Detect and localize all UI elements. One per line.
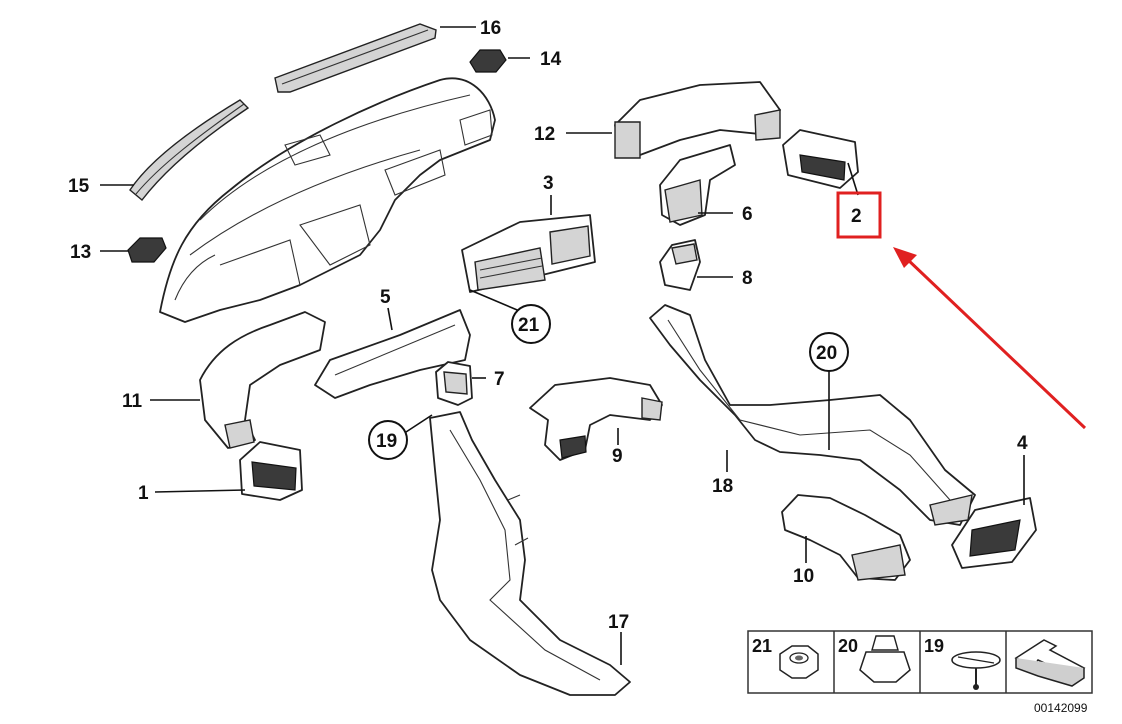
callout-9: 9 — [612, 446, 623, 467]
callout-4: 4 — [1017, 433, 1028, 454]
air-duct-11 — [199, 311, 326, 449]
callout-3: 3 — [543, 173, 554, 194]
callout-18: 18 — [712, 476, 733, 497]
circled-20: 20 — [816, 343, 837, 364]
legend-19: 19 — [924, 636, 944, 656]
red-arrow — [893, 247, 1087, 430]
center-duct-5 — [314, 309, 471, 399]
air-duct-12 — [614, 81, 781, 159]
callout-13: 13 — [70, 242, 91, 263]
side-vent-2 — [782, 129, 859, 189]
clip-nut-icon — [859, 635, 911, 683]
callout-7: 7 — [494, 369, 505, 390]
callout-2: 2 — [851, 206, 862, 227]
center-vent-3 — [461, 214, 596, 293]
callout-14: 14 — [540, 49, 562, 70]
arrow-block-icon — [1014, 639, 1086, 687]
grille-13 — [127, 237, 167, 263]
nut-icon — [779, 645, 819, 679]
circled-21: 21 — [518, 315, 540, 336]
leader-lines — [100, 26, 1025, 665]
defroster-strip-16 — [274, 23, 437, 93]
circled-19: 19 — [376, 431, 397, 452]
callout-8: 8 — [742, 268, 753, 289]
left-vent-1 — [239, 441, 303, 501]
vent-bracket-7 — [435, 361, 473, 406]
callout-11: 11 — [122, 391, 143, 412]
callout-10: 10 — [793, 566, 814, 587]
callout-17: 17 — [608, 612, 629, 633]
callout-6: 6 — [742, 204, 753, 225]
fastener-legend: 21 20 19 — [747, 630, 1093, 694]
grille-14 — [469, 49, 507, 73]
rear-duct-18 — [649, 304, 976, 526]
circled-refs: 21 20 19 — [368, 304, 849, 460]
callout-labels: 16 14 15 13 12 3 6 8 5 11 7 1 9 18 4 10 … — [68, 18, 1028, 633]
side-defroster-strip-15 — [129, 99, 250, 202]
callout-16: 16 — [480, 18, 501, 39]
callout-12: 12 — [534, 124, 555, 145]
highlight-box — [836, 191, 882, 239]
rear-vent-4 — [951, 497, 1037, 569]
rear-duct-9 — [529, 377, 663, 461]
callout-5: 5 — [380, 287, 391, 308]
legend-21: 21 — [752, 636, 772, 656]
floor-duct-17 — [429, 411, 631, 696]
dashboard-part — [159, 77, 496, 323]
diagram-code: 00142099 — [1034, 701, 1088, 715]
duct-elbow-8 — [659, 239, 701, 291]
callout-1: 1 — [138, 483, 149, 504]
callout-15: 15 — [68, 176, 90, 197]
rivet-icon — [951, 651, 1001, 690]
duct-piece-6 — [659, 144, 736, 226]
legend-20: 20 — [838, 636, 858, 656]
